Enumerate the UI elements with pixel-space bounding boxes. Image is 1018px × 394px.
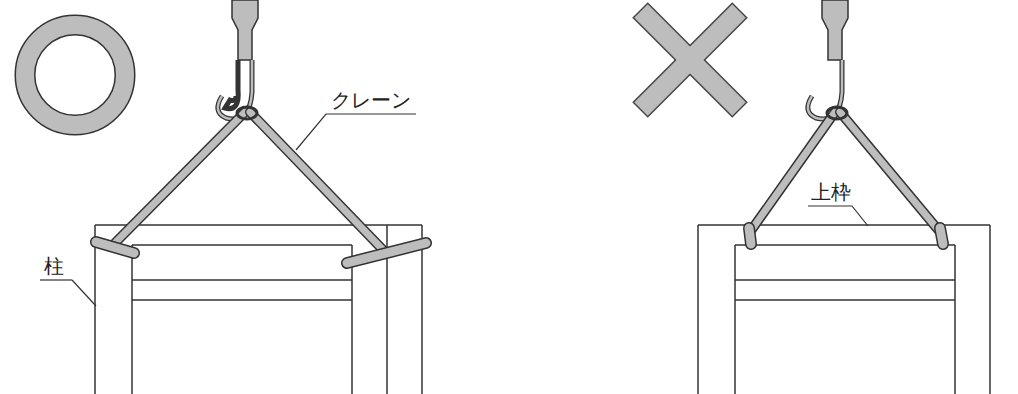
ok-circle [25, 25, 125, 125]
sling-right [749, 107, 943, 244]
ng-cross [640, 10, 740, 110]
part-label: 柱 [43, 254, 65, 278]
part-label: 上枠 [810, 180, 852, 204]
part-label: クレーン [330, 88, 412, 112]
leader-line [40, 114, 868, 306]
sling-left [96, 107, 426, 263]
crane-hook [218, 0, 848, 119]
frame-right [698, 225, 990, 394]
